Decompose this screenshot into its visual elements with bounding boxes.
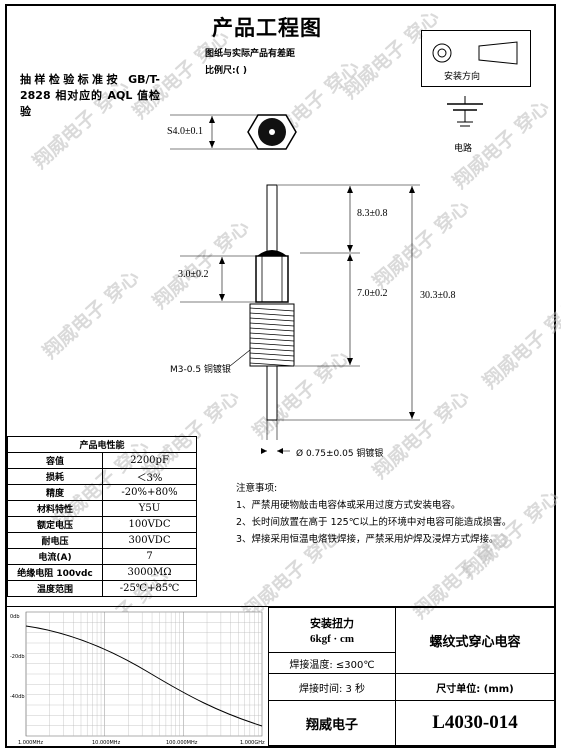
x-tick-label: 10.000MHz [92,740,121,746]
feedthrough-capacitor-symbol-icon [447,96,483,127]
drawing-frame [5,4,556,748]
drawing-note-line1: 图纸与实际产品有差距 [205,49,296,59]
spec-table-header: 产品电性能 [7,436,197,453]
spec-row: 温度范围-25℃+85℃ [7,580,197,597]
x-tick-label: 100.000MHz [166,740,198,746]
spec-value: Y5U [102,500,197,517]
drawing-note-line2: 比例尺:( ) [205,66,247,76]
total-length-dimension: 30.3±0.8 [420,290,456,301]
spec-value: 100VDC [102,516,197,533]
spec-key: 绝缘电阻 100vdc [7,564,103,581]
top-pin-length-dimension: 8.3±0.8 [357,208,388,219]
spec-value: 2200pF [102,452,197,469]
install-direction-label: 安装方向 [444,72,481,82]
solder-temp-cell: 焊接温度: ≤300℃ [268,652,396,674]
x-tick-label: 1.000GHz [240,740,265,746]
capacitor-drawing [170,114,420,454]
spec-key: 精度 [7,484,103,501]
spec-key: 材料特性 [7,500,103,517]
hex-height-dimension: 3.0±0.2 [178,269,209,280]
torque-cell: 安装扭力 6kgf · cm [268,607,396,653]
spec-row: 精度-20%+80% [7,484,197,501]
hex-size-dimension: S4.0±0.1 [167,126,204,137]
spec-value: 300VDC [102,532,197,549]
y-tick-label: 0db [10,614,20,620]
torque-value: 6kgf · cm [310,633,354,645]
spec-value: -25℃+85℃ [102,580,197,597]
body-length-dimension: 7.0±0.2 [357,288,388,299]
thread-spec-label: M3-0.5 铜镀银 [170,365,231,375]
spec-row: 损耗＜3% [7,468,197,485]
spec-value: -20%+80% [102,484,197,501]
drawing-note: 图纸与实际产品有差距 比例尺:( ) [205,46,295,80]
pin-diameter-label: Ø 0.75±0.05 铜镀银 [296,449,384,459]
install-direction-icon [432,41,518,65]
spec-key: 容值 [7,452,103,469]
spec-value: 7 [102,548,197,565]
page-title: 产品工程图 [212,16,322,40]
bottom-divider [7,606,555,607]
install-direction-box [421,30,531,87]
attenuation-chart: 0db -20db -40db 1.000MHz 10.000MHz 100.0… [10,611,265,746]
torque-label: 安装扭力 [310,617,354,630]
spec-key: 额定电压 [7,516,103,533]
spec-key: 电流(A) [7,548,103,565]
circuit-label: 电路 [454,144,473,154]
x-tick-label: 1.000MHz [18,740,43,746]
notes-section: 注意事项: 1、严禁用硬物敲击电容体或采用过度方式安装电容。 2、长时间放置在高… [236,480,536,548]
product-name-cell: 螺纹式穿心电容 [395,607,555,674]
part-number-cell: L4030-014 [395,700,555,746]
note-item: 3、焊接采用恒温电烙铁焊接，严禁采用炉焊及浸焊方式焊接。 [236,534,499,545]
spec-value: ＜3% [102,468,197,485]
note-item: 2、长时间放置在高于 125℃以上的环境中对电容可能造成损害。 [236,517,512,528]
y-tick-label: -40db [10,694,25,700]
spec-row: 电流(A)7 [7,548,197,565]
spec-key: 损耗 [7,468,103,485]
solder-time-cell: 焊接时间: 3 秒 [268,673,396,701]
y-tick-label: -20db [10,654,25,660]
spec-key: 温度范围 [7,580,103,597]
notes-heading: 注意事项: [236,483,278,494]
note-item: 1、严禁用硬物敲击电容体或采用过度方式安装电容。 [236,500,461,511]
spec-key: 耐电压 [7,532,103,549]
spec-value: 3000MΩ [102,564,197,581]
unit-cell: 尺寸单位: (mm) [395,673,555,701]
sampling-standard: 抽样检验标准按 GB/T-2828 相对应的 AQL 值检验 [20,73,160,118]
company-name-cell: 翔威电子 [268,700,396,746]
